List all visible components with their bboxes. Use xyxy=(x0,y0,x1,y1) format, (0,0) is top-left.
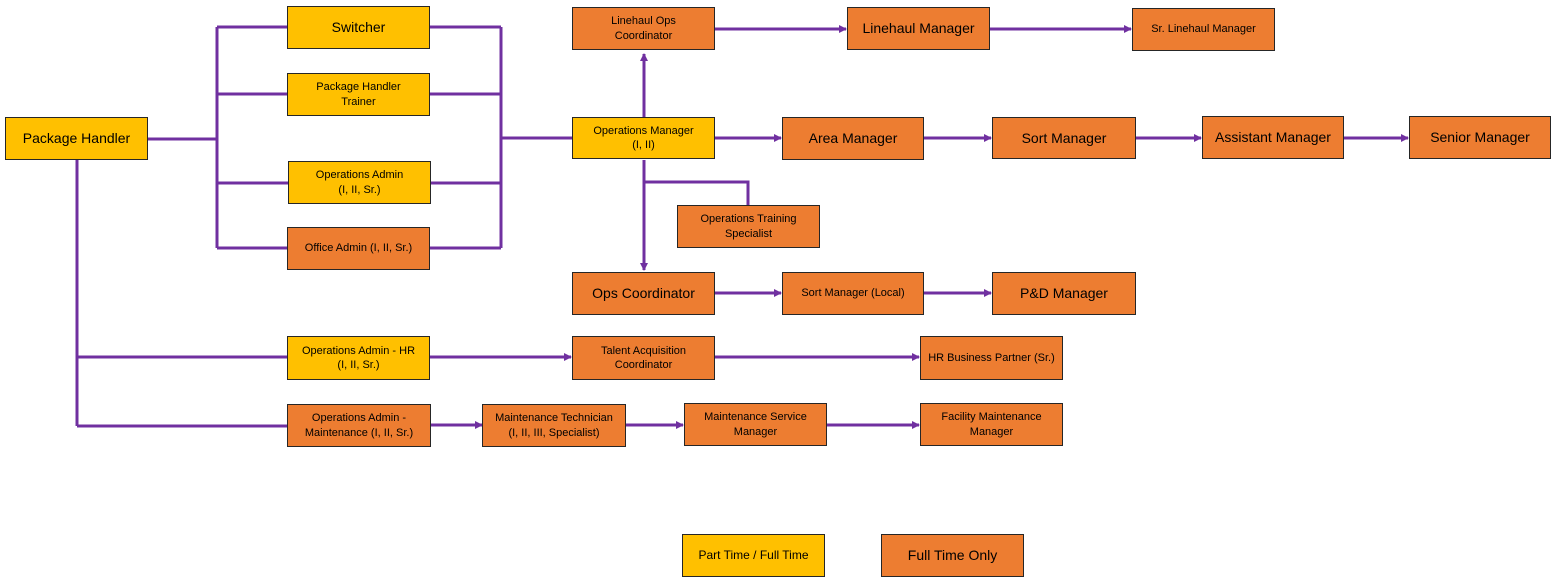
connector xyxy=(644,180,750,205)
node-operations-manager: Operations Manager (I, II) xyxy=(572,117,715,159)
node-switcher: Switcher xyxy=(287,6,430,49)
node-operations-admin: Operations Admin (I, II, Sr.) xyxy=(288,161,431,204)
node-sr-linehaul-manager: Sr. Linehaul Manager xyxy=(1132,8,1275,51)
node-package-handler: Package Handler xyxy=(5,117,148,160)
node-sort-manager-local: Sort Manager (Local) xyxy=(782,272,924,315)
legend-part-full-time: Part Time / Full Time xyxy=(682,534,825,577)
node-sort-manager: Sort Manager xyxy=(992,117,1136,159)
node-assistant-manager: Assistant Manager xyxy=(1202,116,1344,159)
node-maintenance-technician: Maintenance Technician (I, II, III, Spec… xyxy=(482,404,626,447)
node-talent-acquisition-coordinator: Talent Acquisition Coordinator xyxy=(572,336,715,380)
node-ops-coordinator: Ops Coordinator xyxy=(572,272,715,315)
node-hr-business-partner: HR Business Partner (Sr.) xyxy=(920,336,1063,380)
node-office-admin: Office Admin (I, II, Sr.) xyxy=(287,227,430,270)
node-linehaul-manager: Linehaul Manager xyxy=(847,7,990,50)
node-senior-manager: Senior Manager xyxy=(1409,116,1551,159)
node-package-handler-trainer: Package Handler Trainer xyxy=(287,73,430,116)
node-operations-training-specialist: Operations Training Specialist xyxy=(677,205,820,248)
node-area-manager: Area Manager xyxy=(782,117,924,160)
node-operations-admin-hr: Operations Admin - HR (I, II, Sr.) xyxy=(287,336,430,380)
node-facility-maintenance-manager: Facility Maintenance Manager xyxy=(920,403,1063,446)
node-maintenance-service-manager: Maintenance Service Manager xyxy=(684,403,827,446)
legend-full-time-only: Full Time Only xyxy=(881,534,1024,577)
node-operations-admin-maintenance: Operations Admin - Maintenance (I, II, S… xyxy=(287,404,431,447)
node-pd-manager: P&D Manager xyxy=(992,272,1136,315)
node-linehaul-ops-coordinator: Linehaul Ops Coordinator xyxy=(572,7,715,50)
